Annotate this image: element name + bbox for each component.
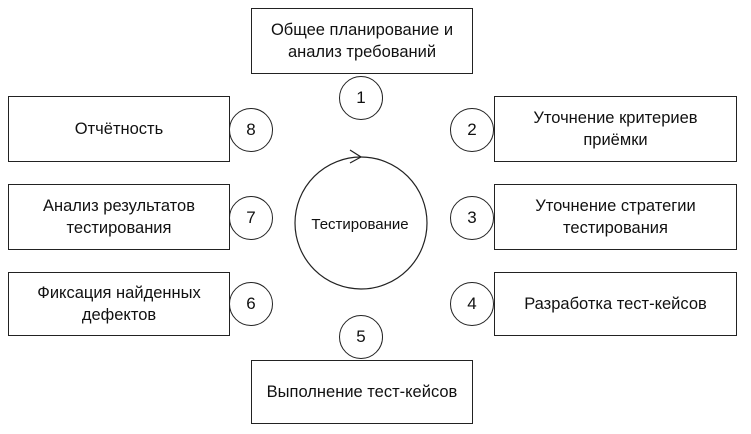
cycle-arrow-icon xyxy=(349,149,363,164)
step-box-7: Анализ результатов тестирования xyxy=(8,184,230,250)
step-box-8: Отчётность xyxy=(8,96,230,162)
step-number-3: 3 xyxy=(450,196,494,240)
center-label: Тестирование xyxy=(311,216,409,233)
step-number-4: 4 xyxy=(450,282,494,326)
step-number-8: 8 xyxy=(229,108,273,152)
step-box-5: Выполнение тест-кейсов xyxy=(251,360,473,424)
step-box-3: Уточнение стратегии тестирования xyxy=(494,184,737,250)
step-number-2: 2 xyxy=(450,108,494,152)
step-number-7: 7 xyxy=(229,196,273,240)
step-box-4: Разработка тест-кейсов xyxy=(494,272,737,336)
step-number-1: 1 xyxy=(339,76,383,120)
step-number-6: 6 xyxy=(229,282,273,326)
step-box-6: Фиксация найденных дефектов xyxy=(8,272,230,336)
step-number-5: 5 xyxy=(339,315,383,359)
step-box-1: Общее планирование и анализ требований xyxy=(251,8,473,74)
step-box-2: Уточнение критериев приёмки xyxy=(494,96,737,162)
